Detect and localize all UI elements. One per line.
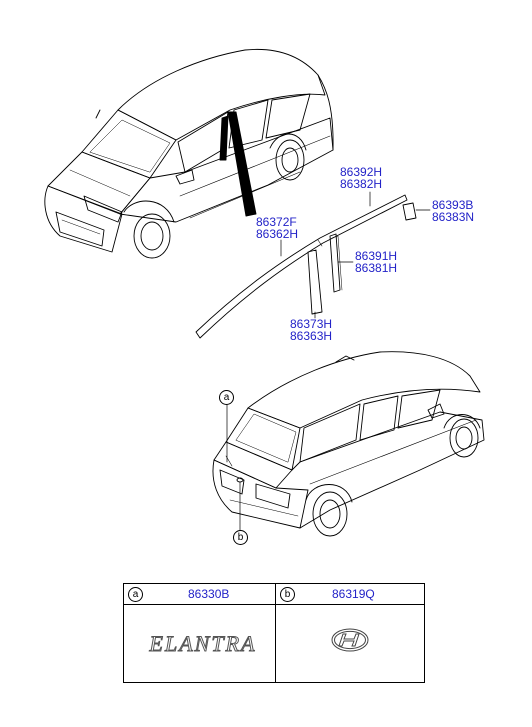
part-label-front-pillar: 86373H 86363H — [290, 318, 332, 342]
part-code: 86382H — [340, 177, 383, 191]
part-code: 86372F — [256, 215, 297, 229]
part-code: 86392H — [340, 165, 383, 179]
part-label-pillar-tape: 86372F 86362H — [256, 216, 298, 240]
legend-divider — [124, 604, 424, 605]
molding-strips — [195, 194, 417, 339]
leader-lines — [280, 191, 431, 319]
hyundai-logo-icon — [331, 628, 369, 652]
part-code: 86383N — [432, 210, 475, 224]
part-label-center-pillar: 86391H 86381H — [355, 250, 397, 274]
callout-leaders — [226, 404, 241, 531]
callout-a: a — [219, 390, 234, 405]
front-car-drawing — [44, 48, 334, 259]
emblem-legend-table: a 86330B ELANTRA b 86319Q — [123, 583, 425, 683]
rear-car-drawing — [212, 351, 485, 537]
a-pillar-tape-shape — [219, 115, 229, 161]
legend-code-a: 86330B — [188, 587, 230, 601]
part-code: 86391H — [355, 249, 398, 263]
part-code: 86393B — [432, 198, 474, 212]
legend-letter-a: a — [128, 587, 143, 602]
part-label-end-piece: 86393B 86383N — [432, 199, 474, 223]
part-code: 86373H — [290, 317, 333, 331]
legend-letter-b: b — [280, 587, 295, 602]
b-pillar-tape-shape — [227, 111, 257, 217]
part-code: 86363H — [290, 329, 333, 343]
callout-b: b — [233, 530, 248, 545]
part-label-roof-molding: 86392H 86382H — [340, 166, 382, 190]
elantra-emblem: ELANTRA — [149, 631, 257, 657]
legend-code-b: 86319Q — [332, 587, 375, 601]
part-code: 86362H — [256, 227, 299, 241]
legend-divider — [275, 584, 276, 682]
part-code: 86381H — [355, 261, 398, 275]
